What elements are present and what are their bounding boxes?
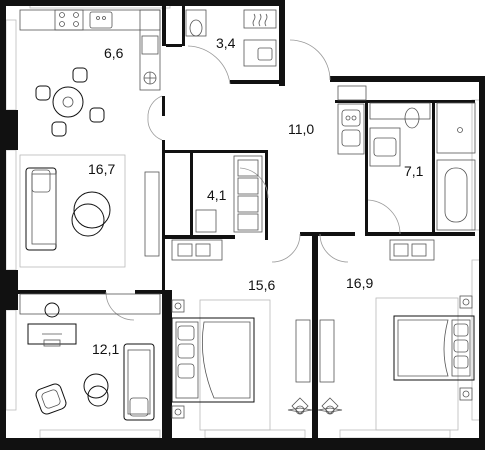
storage: 4,1 <box>195 155 263 233</box>
living: 16,7 <box>19 154 160 268</box>
bathtub-icon <box>436 159 476 231</box>
kitchen: 6,6 <box>19 9 161 137</box>
double-bed-icon <box>171 317 255 403</box>
toilet-icon <box>404 107 420 129</box>
room-area-bathroom: 7,1 <box>404 163 424 179</box>
bathroom: 7,1 <box>369 102 476 231</box>
room-area-storage: 4,1 <box>207 187 227 203</box>
bedroom-2: 16,9 <box>317 239 475 431</box>
wc: 3,4 <box>185 9 277 67</box>
room-area-wc: 3,4 <box>216 35 236 51</box>
hall: 11,0 <box>288 85 367 155</box>
room-area-living: 16,7 <box>88 161 115 177</box>
double-bed-icon <box>393 315 475 381</box>
stove-and-sink-icon <box>54 9 113 31</box>
room-area-bedroom-1: 15,6 <box>248 277 275 293</box>
plant-icon <box>287 397 313 415</box>
bedroom-1: 15,6 <box>171 239 313 431</box>
plant-icon <box>317 397 343 415</box>
washing-machine-icon <box>237 159 259 231</box>
sofa-icon <box>25 167 57 251</box>
sofa-icon <box>123 343 155 421</box>
study: 12,1 <box>19 293 161 421</box>
room-area-hall: 11,0 <box>288 121 314 137</box>
room-area-bedroom-2: 16,9 <box>346 275 373 291</box>
armchair <box>35 383 67 415</box>
dining-table <box>35 67 105 137</box>
toilet-icon <box>189 19 203 37</box>
doors <box>105 39 401 321</box>
room-area-study: 12,1 <box>92 341 119 357</box>
room-area-kitchen: 6,6 <box>104 45 124 61</box>
